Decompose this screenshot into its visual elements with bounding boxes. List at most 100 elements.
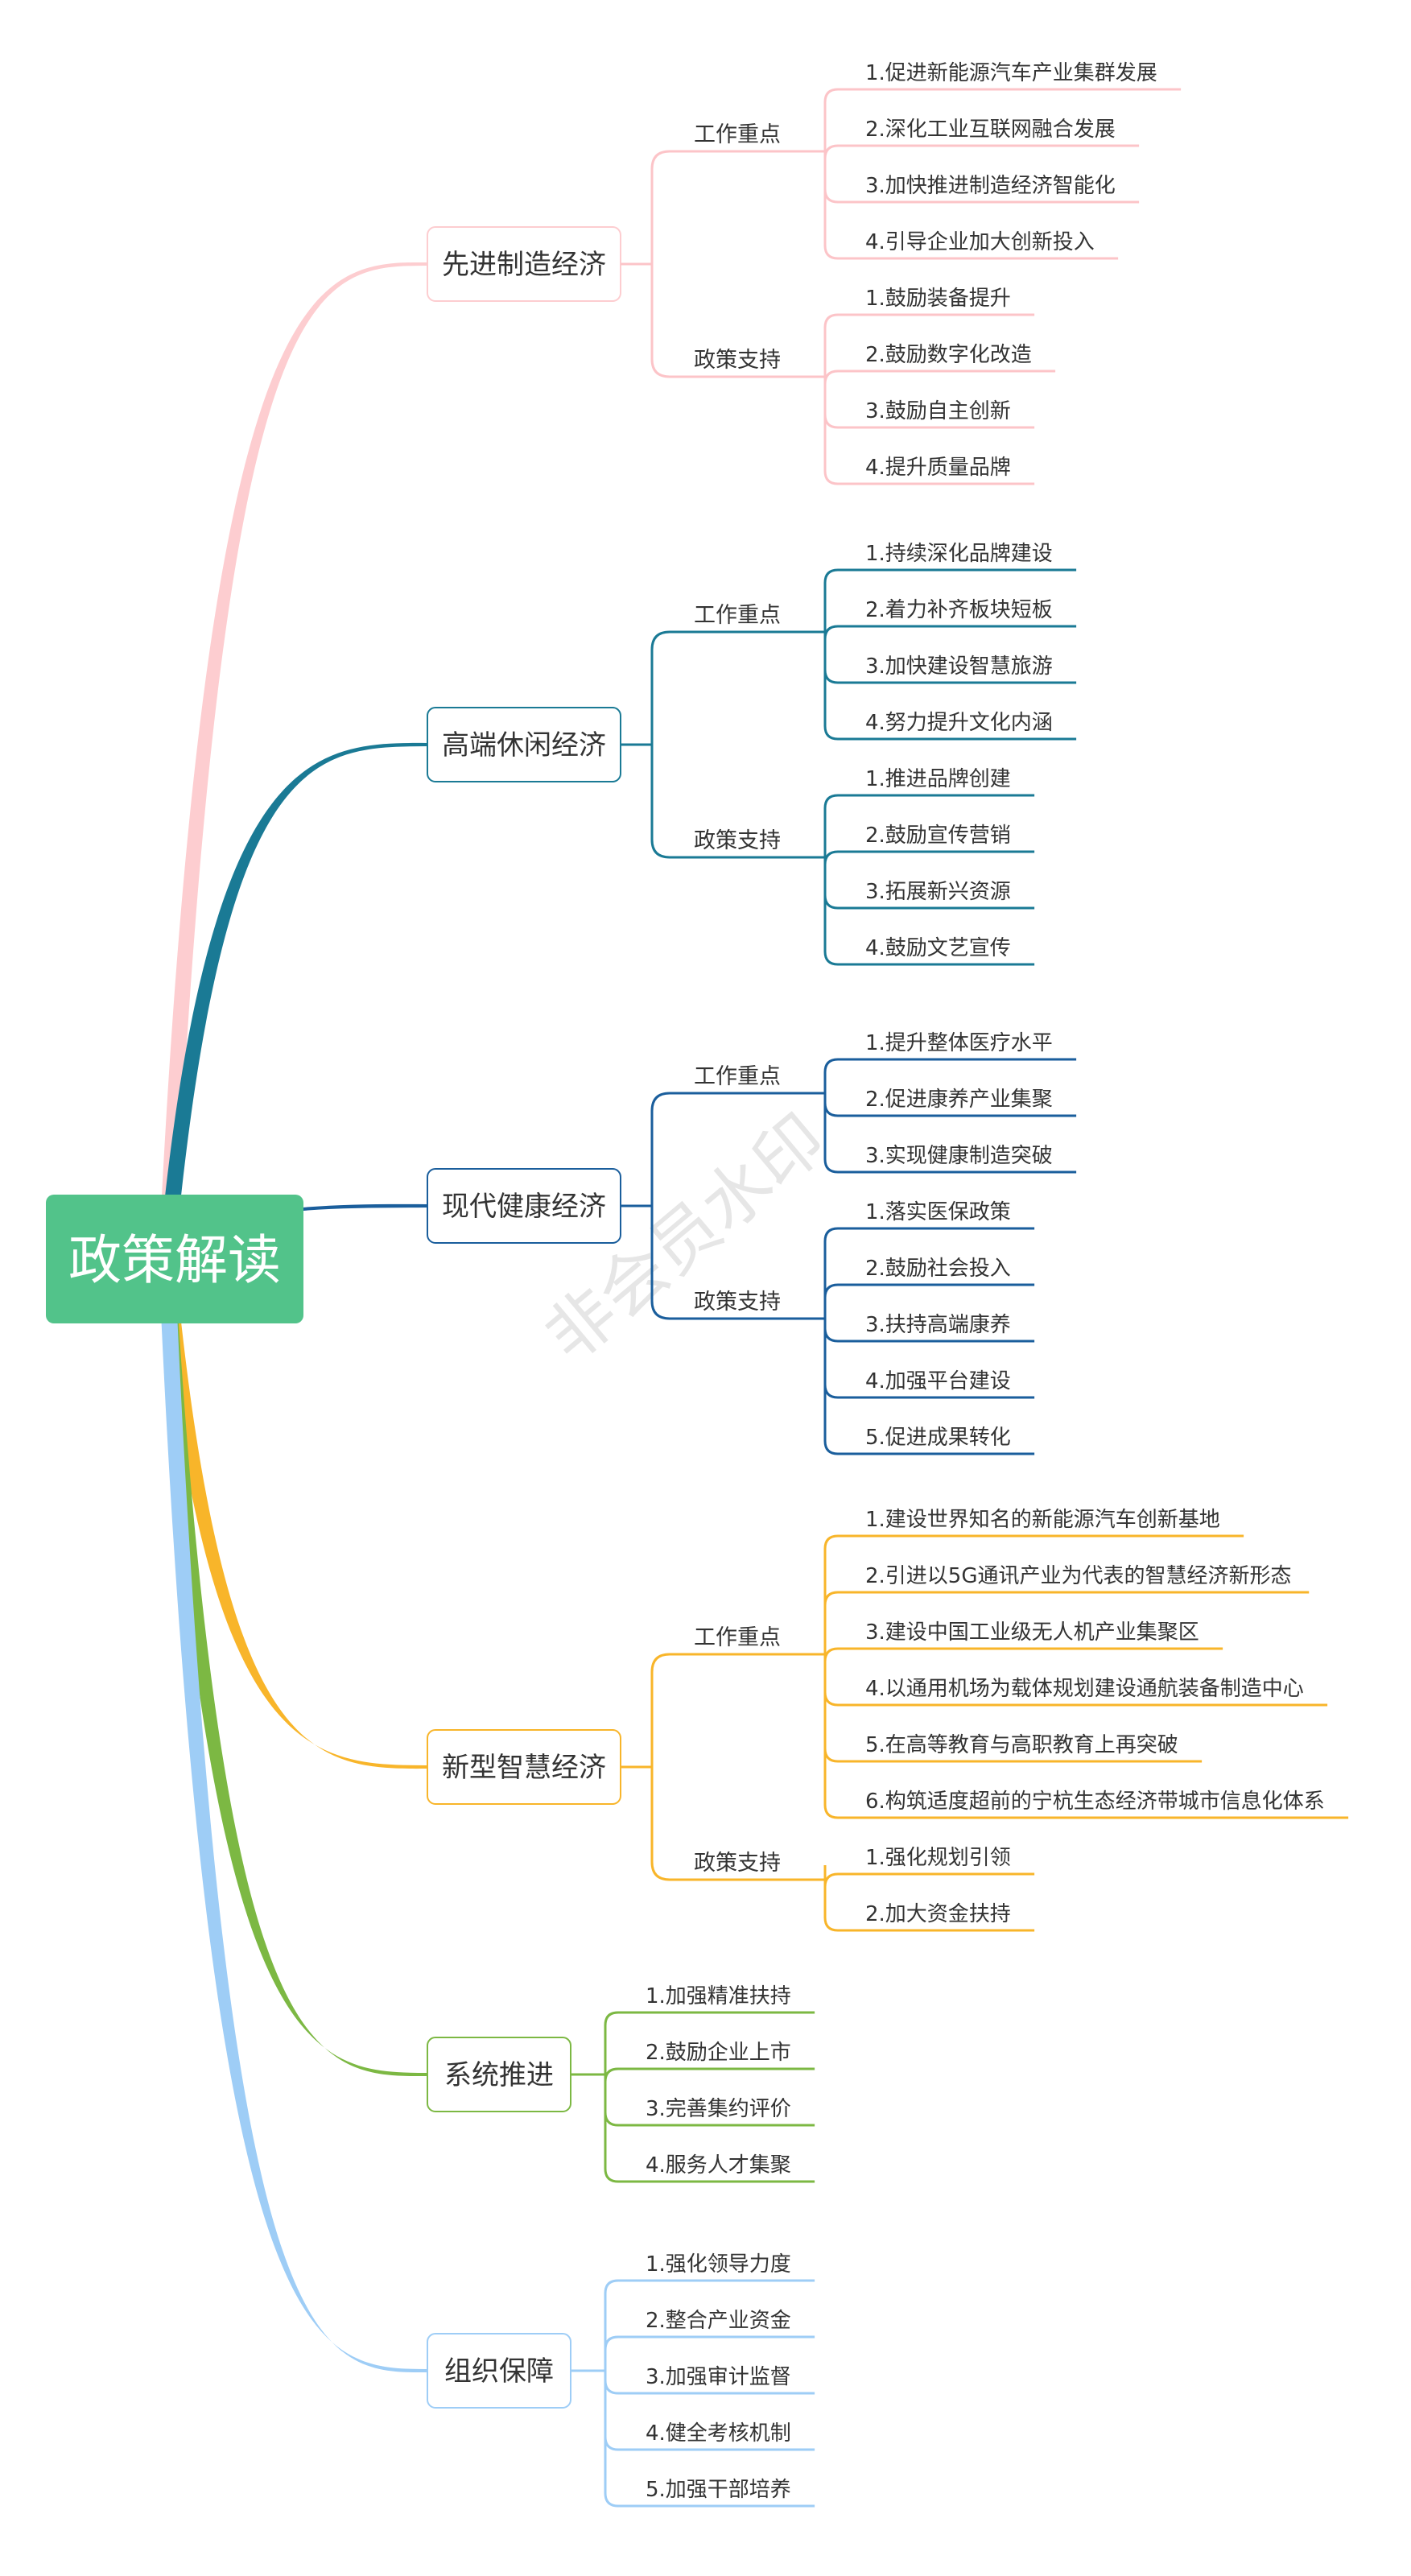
leaf-node[interactable]: 5.加强干部培养 [618, 2478, 815, 2508]
leaf-node[interactable]: 1.推进品牌创建 [838, 767, 1035, 797]
leaf-node[interactable]: 4.努力提升文化内涵 [838, 711, 1077, 741]
group-label: 工作重点 [694, 1625, 781, 1650]
leaf-node[interactable]: 1.落实医保政策 [838, 1200, 1035, 1230]
leaf-node[interactable]: 6.构筑适度超前的宁杭生态经济带城市信息化体系 [838, 1790, 1349, 1819]
connector [604, 2074, 619, 2183]
leaf-node[interactable]: 1.提升整体医疗水平 [838, 1031, 1077, 1061]
leaf-node[interactable]: 3.加强审计监督 [618, 2365, 815, 2395]
leaf-node[interactable]: 1.强化领导力度 [618, 2252, 815, 2282]
branch-node[interactable]: 系统推进 [427, 2037, 571, 2112]
branch-node[interactable]: 现代健康经济 [427, 1168, 621, 1244]
leaf-node[interactable]: 1.持续深化品牌建设 [838, 542, 1077, 572]
root-label: 政策解读 [68, 1229, 281, 1291]
connector [604, 2371, 619, 2451]
leaf-label: 2.整合产业资金 [646, 2309, 791, 2333]
leaf-node[interactable]: 4.鼓励文艺宣传 [838, 936, 1035, 966]
leaf-label: 1.落实医保政策 [865, 1200, 1011, 1224]
leaf-node[interactable]: 3.拓展新兴资源 [838, 880, 1035, 910]
leaf-label: 5.在高等教育与高职教育上再突破 [865, 1733, 1178, 1757]
branch-node[interactable]: 先进制造经济 [427, 226, 621, 302]
leaf-node[interactable]: 3.鼓励自主创新 [838, 399, 1035, 429]
leaf-label: 3.实现健康制造突破 [865, 1144, 1053, 1168]
connector [823, 1227, 839, 1319]
leaf-label: 1.推进品牌创建 [865, 767, 1011, 791]
root-box [46, 1195, 303, 1323]
group-label: 政策支持 [694, 828, 781, 853]
connector [823, 794, 839, 858]
connector [650, 1767, 825, 1881]
branch-connector [159, 1259, 427, 2077]
leaf-node[interactable]: 1.强化规划引领 [838, 1846, 1035, 1876]
leaf-label: 2.鼓励社会投入 [865, 1257, 1011, 1281]
leaf-label: 4.服务人才集聚 [646, 2153, 791, 2178]
leaf-node[interactable]: 3.加快建设智慧旅游 [838, 654, 1077, 684]
leaf-node[interactable]: 1.加强精准扶持 [618, 1984, 815, 2014]
leaf-label: 2.加大资金扶持 [865, 1902, 1011, 1926]
branch-label: 组织保障 [444, 2355, 554, 2388]
group-node[interactable]: 工作重点 [694, 603, 781, 628]
connector [650, 264, 825, 378]
connector [650, 1653, 825, 1767]
leaf-node[interactable]: 2.深化工业互联网融合发展 [838, 118, 1140, 147]
connector [650, 1206, 825, 1320]
leaf-node[interactable]: 2.促进康养产业集聚 [838, 1088, 1077, 1117]
group-label: 工作重点 [694, 1064, 781, 1089]
leaf-label: 2.鼓励数字化改造 [865, 343, 1032, 367]
leaf-node[interactable]: 4.服务人才集聚 [618, 2153, 815, 2183]
leaf-node[interactable]: 2.着力补齐板块短板 [838, 598, 1077, 628]
leaf-label: 2.鼓励企业上市 [646, 2041, 791, 2065]
connector [823, 1640, 839, 1662]
leaf-node[interactable]: 2.引进以5G通讯产业为代表的智慧经济新形态 [838, 1564, 1310, 1594]
branch-label: 新型智慧经济 [442, 1752, 606, 1784]
leaf-label: 3.加强审计监督 [646, 2365, 791, 2389]
group-node[interactable]: 政策支持 [694, 828, 781, 853]
group-node[interactable]: 政策支持 [694, 1851, 781, 1876]
leaf-node[interactable]: 2.鼓励数字化改造 [838, 343, 1056, 373]
group-node[interactable]: 政策支持 [694, 348, 781, 373]
leaf-label: 1.持续深化品牌建设 [865, 542, 1053, 566]
connector [604, 2074, 619, 2127]
leaf-node[interactable]: 1.促进新能源汽车产业集群发展 [838, 61, 1182, 91]
group-label: 工作重点 [694, 603, 781, 628]
leaf-label: 1.建设世界知名的新能源汽车创新基地 [865, 1508, 1220, 1532]
connector [823, 1865, 839, 1888]
connector [650, 745, 825, 859]
branch-node[interactable]: 新型智慧经济 [427, 1729, 621, 1805]
leaf-node[interactable]: 4.健全考核机制 [618, 2421, 815, 2451]
connector [823, 151, 839, 260]
group-node[interactable]: 工作重点 [694, 122, 781, 147]
group-node[interactable]: 工作重点 [694, 1064, 781, 1089]
leaf-node[interactable]: 2.整合产业资金 [618, 2309, 815, 2339]
group-node[interactable]: 政策支持 [694, 1290, 781, 1315]
leaf-node[interactable]: 2.鼓励企业上市 [618, 2041, 815, 2070]
branch-label: 先进制造经济 [442, 249, 606, 281]
leaf-node[interactable]: 3.完善集约评价 [618, 2097, 815, 2127]
leaf-node[interactable]: 3.扶持高端康养 [838, 1313, 1035, 1343]
leaf-node[interactable]: 2.加大资金扶持 [838, 1902, 1035, 1932]
branch-label: 系统推进 [444, 2059, 554, 2091]
branch-node[interactable]: 组织保障 [427, 2333, 571, 2409]
group-label: 政策支持 [694, 348, 781, 373]
leaf-node[interactable]: 2.鼓励社会投入 [838, 1257, 1035, 1286]
leaf-node[interactable]: 2.鼓励宣传营销 [838, 824, 1035, 853]
connector [823, 376, 839, 485]
branch-connector [159, 262, 427, 1259]
leaf-node[interactable]: 1.鼓励装备提升 [838, 287, 1035, 316]
leaf-node[interactable]: 3.建设中国工业级无人机产业集聚区 [838, 1620, 1223, 1650]
leaf-node[interactable]: 4.加强平台建设 [838, 1369, 1035, 1399]
leaf-label: 2.鼓励宣传营销 [865, 824, 1011, 848]
leaf-node[interactable]: 4.引导企业加大创新投入 [838, 230, 1119, 260]
leaf-node[interactable]: 5.在高等教育与高职教育上再突破 [838, 1733, 1203, 1763]
connector [604, 2371, 619, 2395]
root-node[interactable]: 政策解读 [46, 1195, 303, 1323]
leaf-node[interactable]: 1.建设世界知名的新能源汽车创新基地 [838, 1508, 1244, 1538]
leaf-node[interactable]: 4.提升质量品牌 [838, 456, 1035, 485]
branch-node[interactable]: 高端休闲经济 [427, 707, 621, 782]
leaf-node[interactable]: 4.以通用机场为载体规划建设通航装备制造中心 [838, 1677, 1328, 1707]
group-node[interactable]: 工作重点 [694, 1625, 781, 1650]
leaf-node[interactable]: 3.加快推进制造经济智能化 [838, 174, 1140, 204]
branch-label: 高端休闲经济 [442, 729, 606, 762]
leaf-node[interactable]: 3.实现健康制造突破 [838, 1144, 1077, 1174]
leaf-node[interactable]: 5.促进成果转化 [838, 1426, 1035, 1455]
